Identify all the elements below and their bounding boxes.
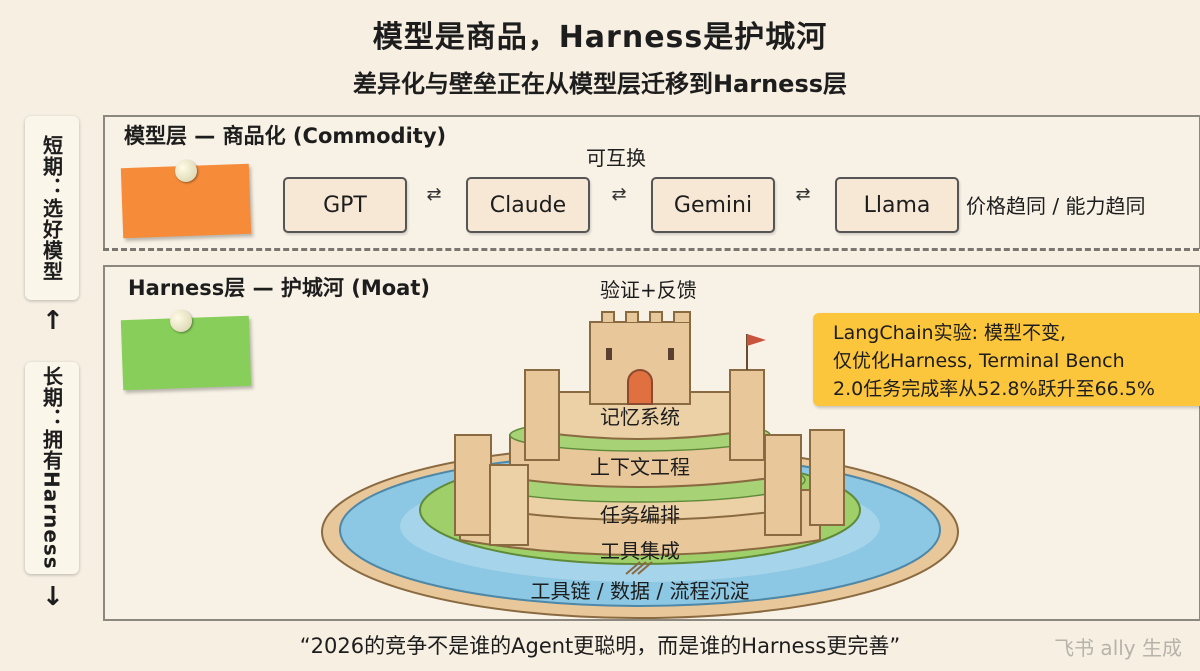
model-box-gpt: GPT	[283, 177, 407, 233]
castle-layer-label: 上下文工程	[590, 455, 690, 479]
castle-layer-label: 记忆系统	[600, 405, 680, 429]
keep-battlements	[590, 311, 691, 323]
page-title: 模型是商品，Harness是护城河	[372, 20, 828, 55]
tower	[809, 429, 845, 526]
callout-line: 仅优化Harness, Terminal Bench	[833, 350, 1125, 372]
tower	[454, 434, 492, 536]
interchange-label: 可互换	[586, 146, 646, 170]
tower	[729, 369, 765, 461]
keep-window	[606, 348, 612, 360]
callout-line: 2.0任务完成率从52.8%跃升至66.5%	[833, 378, 1155, 400]
stairs	[625, 561, 653, 575]
castle-top-label: 验证+反馈	[600, 278, 697, 302]
swap-arrows-icon: ⇄	[795, 184, 811, 205]
long-term-label: 长期：拥有Harness	[25, 362, 79, 574]
watermark: 飞书 ally 生成	[1054, 636, 1182, 660]
model-box-gemini: Gemini	[651, 177, 775, 233]
layer-divider	[103, 248, 1199, 251]
castle-illustration: 记忆系统 上下文工程 任务编排 工具集成 工具链 / 数据 / 流程沉淀	[321, 311, 959, 619]
swap-arrows-icon: ⇄	[611, 184, 627, 205]
model-layer-title: 模型层 — 商品化 (Commodity)	[124, 124, 447, 148]
swap-arrows-icon: ⇄	[426, 184, 442, 205]
down-arrow-icon: ↓	[42, 582, 64, 612]
keep-door	[627, 369, 653, 405]
flag-icon	[747, 334, 766, 346]
castle-layer-label: 工具链 / 数据 / 流程沉淀	[531, 579, 750, 603]
footer-quote: “2026的竞争不是谁的Agent更聪明，而是谁的Harness更完善”	[299, 634, 901, 658]
harness-layer-title: Harness层 — 护城河 (Moat)	[128, 276, 430, 300]
keep-window	[668, 348, 674, 360]
tower	[489, 464, 529, 546]
model-box-claude: Claude	[466, 177, 590, 233]
tower	[764, 434, 802, 536]
pin-icon	[170, 310, 192, 332]
langchain-callout: LangChain实验: 模型不变, 仅优化Harness, Terminal …	[813, 313, 1200, 406]
up-arrow-icon: ↑	[42, 306, 64, 336]
castle-layer-label: 任务编排	[600, 503, 680, 527]
tower	[524, 369, 560, 461]
model-box-llama: Llama	[835, 177, 959, 233]
trend-label: 价格趋同 / 能力趋同	[966, 194, 1146, 218]
short-term-label: 短期：选好模型	[25, 116, 79, 300]
callout-line: LangChain实验: 模型不变,	[833, 322, 1067, 344]
page-subtitle: 差异化与壁垒正在从模型层迁移到Harness层	[352, 70, 848, 98]
castle-layer-label: 工具集成	[600, 539, 680, 563]
pin-icon	[175, 160, 197, 182]
